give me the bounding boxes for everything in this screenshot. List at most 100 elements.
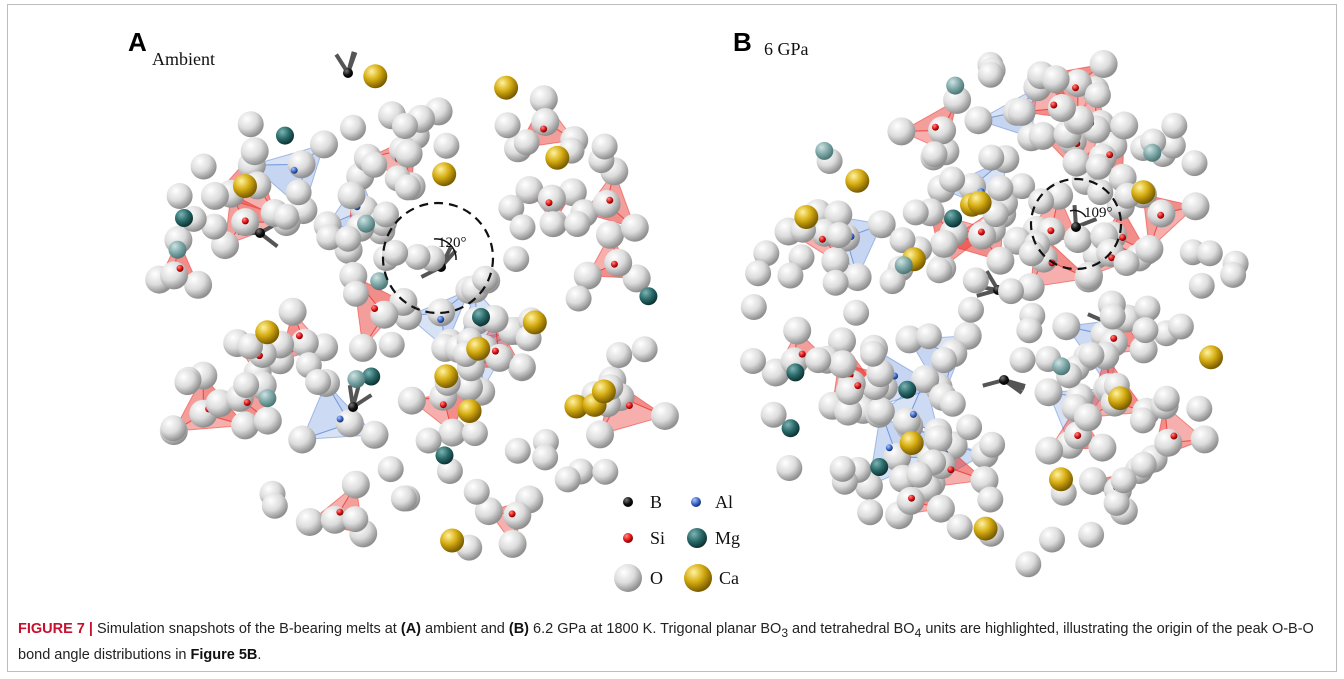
silicon-atom (977, 228, 985, 236)
oxygen-atom (348, 333, 377, 362)
magnesium-atom (898, 380, 917, 399)
oxygen-atom (1078, 521, 1105, 548)
silicon-atom (439, 401, 447, 409)
oxygen-atom (596, 220, 624, 249)
magnesium-atom (946, 76, 965, 95)
calcium-atom (1131, 180, 1156, 205)
legend-item-si: Si (623, 528, 665, 548)
oxygen-atom (946, 514, 973, 540)
oxygen-atom (378, 331, 405, 358)
oxygen-atom (805, 347, 832, 374)
aluminum-atom (885, 444, 893, 452)
oxygen-atom (509, 214, 536, 241)
silicon-atom (176, 264, 184, 272)
legend-item-al: Al (691, 492, 733, 512)
oxygen-atom (1130, 451, 1157, 478)
oxygen-atom (509, 353, 536, 380)
calcium-atom (545, 145, 570, 170)
calcium-atom (845, 168, 870, 193)
oxygen-atom (1220, 261, 1247, 288)
oxygen-atom (474, 497, 503, 526)
magnesium-atom (175, 209, 193, 227)
oxygen-atom (902, 199, 929, 226)
oxygen-atom (1062, 148, 1091, 177)
oxygen-atom (390, 485, 417, 512)
oxygen-atom (892, 407, 921, 436)
calcium-atom (233, 174, 257, 198)
figure-caption: FIGURE 7 | Simulation snapshots of the B… (18, 618, 1318, 666)
caption-figure-5b-link[interactable]: Figure 5B (190, 646, 258, 663)
oxygen-atom (592, 458, 619, 485)
oxygen-atom (776, 455, 803, 481)
calcium-atom (466, 336, 491, 361)
oxygen-atom (828, 327, 856, 356)
oxygen-atom (857, 499, 884, 526)
oxygen-atom (573, 261, 602, 290)
oxygen-atom (1039, 526, 1065, 553)
oxygen-atom (504, 437, 531, 464)
oxygen-atom (436, 458, 463, 484)
aluminum-atom (909, 410, 917, 418)
silicon-atom (1170, 432, 1178, 440)
oxygen-atom (1063, 225, 1092, 254)
panel-b-letter: B (733, 27, 752, 57)
oxygen-atom (278, 297, 307, 326)
oxygen-atom (1034, 378, 1063, 407)
silicon-atom (1108, 254, 1116, 262)
caption-text-1: Simulation snapshots of the B-bearing me… (92, 621, 401, 637)
oxygen-atom (1134, 295, 1161, 322)
boron-atom (255, 228, 265, 238)
angle-circle-a (381, 201, 495, 315)
oxygen-atom (392, 113, 418, 139)
magnesium-atom (870, 458, 889, 476)
oxygen-atom (529, 85, 558, 114)
magnesium-atom (258, 389, 277, 408)
oxygen-atom (174, 369, 201, 396)
caption-ref-b: (B) (508, 621, 530, 637)
oxygen-atom (1113, 250, 1140, 276)
magnesium-atom (894, 256, 913, 275)
legend-si-swatch (623, 533, 633, 543)
oxygen-atom (237, 333, 263, 360)
aluminum-atom (290, 166, 298, 174)
oxygen-atom (1079, 467, 1107, 495)
oxygen-atom (1047, 94, 1076, 122)
oxygen-atom (463, 478, 490, 505)
oxygen-atom (956, 414, 983, 441)
magnesium-atom (168, 240, 187, 259)
oxygen-atom (964, 106, 993, 135)
calcium-atom (967, 190, 992, 215)
oxygen-atom (895, 325, 924, 354)
oxygen-atom (184, 270, 213, 299)
oxygen-atom (415, 427, 442, 454)
legend-item-ca: Ca (684, 564, 739, 592)
oxygen-atom (1015, 551, 1042, 578)
oxygen-atom (231, 411, 259, 440)
oxygen-atom (783, 316, 812, 345)
oxygen-atom (310, 130, 338, 159)
oxygen-atom (887, 117, 916, 146)
oxygen-atom (926, 257, 953, 284)
oxygen-atom (1110, 467, 1137, 494)
calcium-atom (899, 431, 924, 455)
angle-arc-a (433, 238, 457, 261)
oxygen-atom (1075, 261, 1103, 290)
oxygen-atom (1186, 395, 1213, 422)
oxygen-atom (513, 129, 540, 156)
oxygen-atom (565, 285, 592, 312)
oxygen-atom (503, 246, 530, 272)
legend-item-o: O (614, 564, 663, 592)
silicon-atom (1119, 234, 1127, 241)
caption-text-4: and tetrahedral BO (788, 621, 915, 637)
legend-si-label: Si (650, 528, 665, 548)
oxygen-atom (537, 184, 566, 213)
oxygen-atom (592, 189, 621, 218)
oxygen-atom (1028, 121, 1057, 150)
oxygen-atom (316, 224, 343, 251)
oxygen-atom (342, 280, 369, 307)
oxygen-atom (554, 466, 581, 493)
oxygen-atom (531, 108, 560, 136)
oxygen-atom (866, 397, 895, 426)
silicon-atom (336, 508, 344, 516)
silicon-atom (371, 305, 379, 312)
